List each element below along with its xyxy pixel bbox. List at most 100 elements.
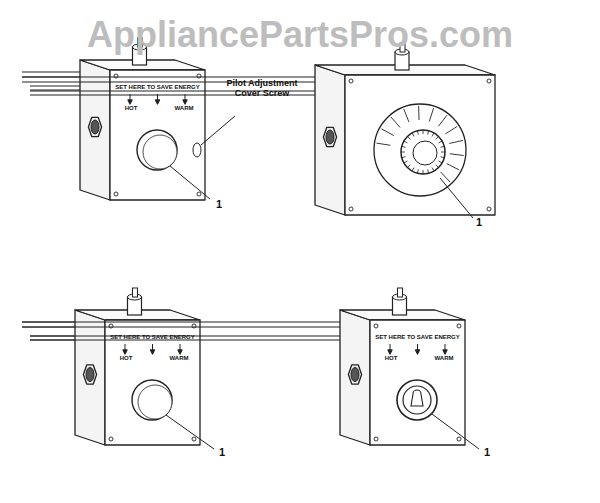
scale-arrowhead bbox=[388, 350, 392, 354]
inlet-bore bbox=[91, 120, 99, 134]
knob-ridge bbox=[432, 133, 434, 136]
knob-ridge bbox=[428, 131, 429, 135]
mounting-screw bbox=[114, 192, 118, 196]
mounting-screw bbox=[374, 324, 378, 328]
mounting-screw bbox=[349, 207, 353, 211]
mounting-screw bbox=[374, 437, 378, 441]
scale-tick bbox=[377, 143, 391, 145]
watermark: AppliancePartsPros.com bbox=[87, 14, 513, 55]
leader-line bbox=[166, 415, 214, 449]
knob-ridge bbox=[441, 152, 445, 153]
front-face bbox=[105, 320, 200, 445]
knob-ridge bbox=[404, 141, 407, 143]
scale-arrowhead bbox=[123, 350, 127, 354]
pipe-line bbox=[22, 71, 80, 72]
temperature-knob bbox=[401, 130, 445, 174]
gas-inlet bbox=[88, 117, 101, 136]
knob-ridge bbox=[401, 152, 405, 153]
scale-arrowhead bbox=[178, 350, 182, 354]
knob-ridge bbox=[439, 161, 442, 163]
temperature-dial bbox=[137, 130, 177, 170]
knob-ridge bbox=[440, 146, 444, 147]
scale-label: WARM bbox=[435, 355, 454, 362]
scale-tick bbox=[447, 164, 459, 170]
scale-tick bbox=[391, 117, 400, 128]
side-face bbox=[340, 310, 370, 445]
energy-note: SET HERE TO SAVE ENERGY bbox=[110, 334, 194, 341]
knob-ridge bbox=[423, 130, 424, 134]
mounting-screw bbox=[487, 79, 491, 83]
knob-ridge bbox=[404, 161, 407, 163]
scale-arrowhead bbox=[416, 350, 420, 354]
gas-inlet bbox=[323, 127, 336, 146]
temperature-dial bbox=[132, 380, 172, 420]
scale-arrowhead bbox=[128, 100, 132, 104]
scale-label: WARM bbox=[175, 105, 194, 112]
knob-ridge bbox=[407, 136, 410, 139]
control-valve bbox=[22, 288, 214, 449]
leader-line bbox=[440, 178, 473, 218]
knob-ridge bbox=[402, 146, 406, 147]
knob-cap bbox=[413, 141, 437, 165]
scale-arrowhead bbox=[443, 350, 447, 354]
inlet-bore bbox=[351, 368, 359, 382]
gas-knob-tab bbox=[398, 288, 403, 297]
knob-ridge bbox=[440, 157, 444, 158]
callout-number: 1 bbox=[216, 198, 222, 211]
mounting-screw bbox=[487, 207, 491, 211]
callout-number: 1 bbox=[476, 216, 482, 229]
callout-number: 1 bbox=[219, 446, 225, 459]
knob-ridge bbox=[417, 169, 418, 173]
ring-inner bbox=[403, 386, 431, 414]
inlet-bore bbox=[326, 130, 334, 144]
pipe-line bbox=[22, 326, 340, 327]
knob-ridge bbox=[417, 131, 418, 135]
scale-tick bbox=[418, 106, 419, 120]
knob-ridge bbox=[402, 157, 406, 158]
knob-ridge bbox=[407, 165, 410, 168]
control-valve bbox=[22, 43, 495, 218]
knob-ridge bbox=[412, 168, 414, 171]
front-face bbox=[370, 320, 465, 445]
scale-label: HOT bbox=[385, 355, 398, 362]
scale-arrowhead bbox=[151, 350, 155, 354]
scale-tick bbox=[449, 140, 463, 143]
mounting-screw bbox=[197, 192, 201, 196]
knob-ridge bbox=[428, 169, 429, 173]
scale-tick bbox=[429, 108, 433, 121]
scale-tick bbox=[381, 129, 393, 136]
side-face bbox=[315, 65, 345, 215]
control-valve bbox=[22, 288, 479, 449]
control-valve bbox=[22, 38, 235, 200]
knob-ridge bbox=[436, 136, 439, 139]
callout-number: 1 bbox=[484, 446, 490, 459]
knob-ridge bbox=[439, 141, 442, 143]
knob-ridge bbox=[412, 133, 414, 136]
scale-arrowhead bbox=[183, 100, 187, 104]
scale-tick bbox=[404, 109, 409, 122]
energy-note: SET HERE TO SAVE ENERGY bbox=[375, 334, 459, 341]
pipe-line bbox=[22, 321, 340, 322]
dial-face bbox=[138, 385, 172, 419]
front-face bbox=[345, 75, 495, 215]
scale-tick bbox=[438, 115, 447, 126]
side-face bbox=[80, 60, 110, 200]
part-label: Pilot Adjustment Cover Screw bbox=[220, 78, 304, 99]
dial-plate bbox=[374, 104, 466, 196]
pipe-line bbox=[22, 76, 315, 77]
knob-ridge bbox=[436, 165, 439, 168]
scale-label: WARM bbox=[170, 355, 189, 362]
scale-tick bbox=[445, 126, 457, 134]
mounting-screw bbox=[457, 324, 461, 328]
front-face bbox=[110, 70, 205, 200]
mounting-screw bbox=[192, 437, 196, 441]
dial-face bbox=[143, 135, 177, 169]
scale-arrowhead bbox=[156, 100, 160, 104]
tube-line bbox=[30, 85, 80, 86]
leader-line bbox=[170, 166, 210, 199]
keyhole-slot bbox=[411, 390, 423, 406]
knob-ridge bbox=[423, 170, 424, 174]
